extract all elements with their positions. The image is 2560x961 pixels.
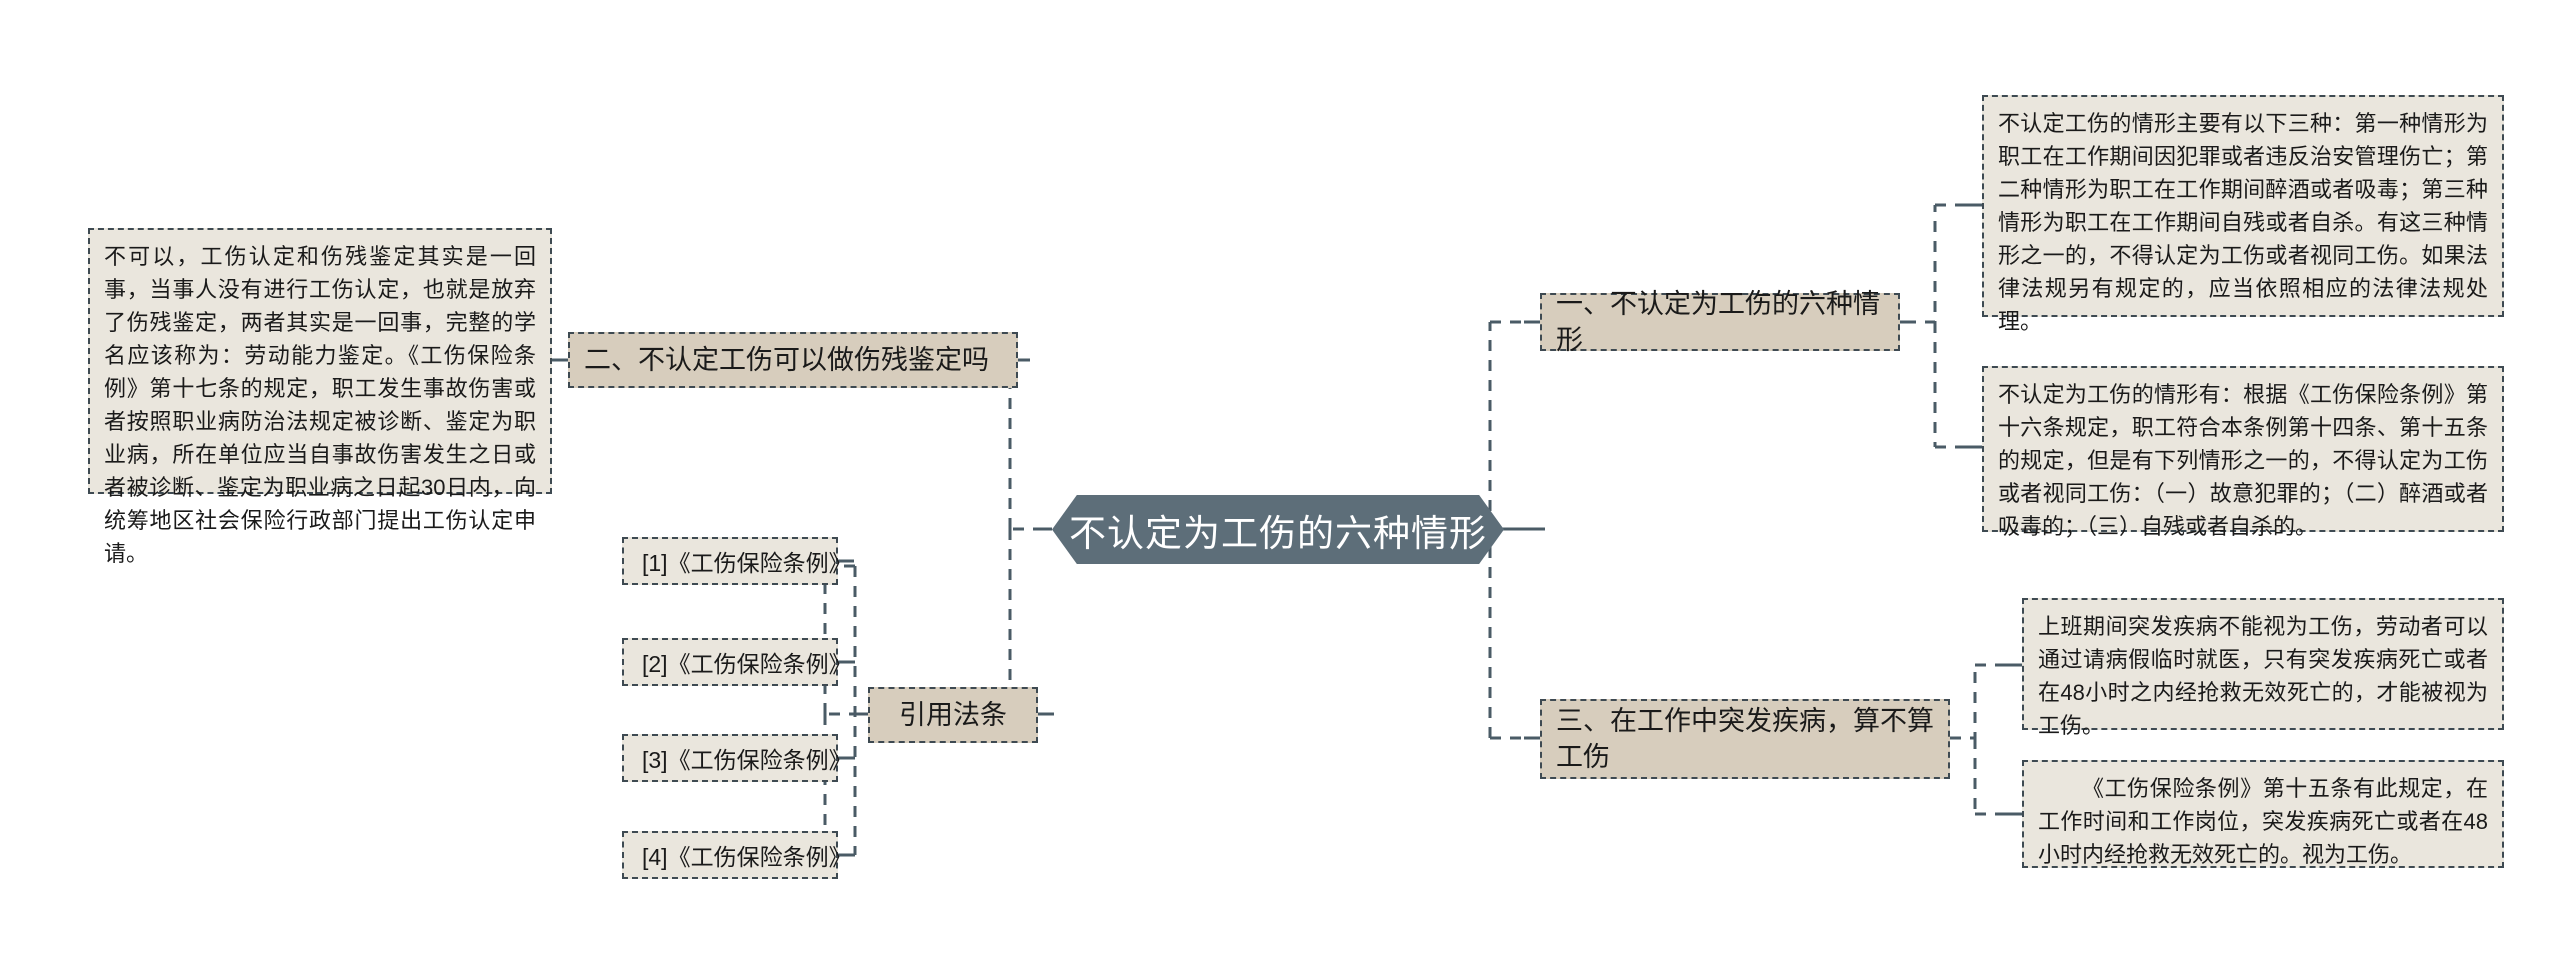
leaf-one-detail-1[interactable]: 不认定工伤的情形主要有以下三种：第一种情形为职工在工作期间因犯罪或者违反治安管理…	[1982, 95, 2504, 334]
citation-item-3[interactable]: [3]《工伤保险条例》	[622, 734, 852, 782]
leaf-three-detail-1-text: 上班期间突发疾病不能视为工伤，劳动者可以通过请病假临时就医，只有突发疾病死亡或者…	[2038, 614, 2488, 738]
leaf-three-detail-2-text: 《工伤保险条例》第十五条有此规定，在工作时间和工作岗位，突发疾病死亡或者在48小…	[2038, 776, 2488, 867]
leaf-one-detail-2-text: 不认定为工伤的情形有：根据《工伤保险条例》第十六条规定，职工符合本条例第十四条、…	[1998, 382, 2488, 539]
leaf-two-detail-1[interactable]: 不可以，工伤认定和伤残鉴定其实是一回事，当事人没有进行工伤认定，也就是放弃了伤残…	[88, 228, 552, 566]
branch-node-two-label: 二、不认定工伤可以做伤残鉴定吗	[584, 344, 989, 375]
branch-node-three-label: 三、在工作中突发疾病，算不算工伤	[1556, 705, 1934, 772]
citations-hub-node[interactable]: 引用法条	[868, 687, 1038, 743]
branch-node-one[interactable]: 一、不认定为工伤的六种情形	[1540, 289, 1900, 355]
leaf-one-detail-1-text: 不认定工伤的情形主要有以下三种：第一种情形为职工在工作期间因犯罪或者违反治安管理…	[1998, 111, 2488, 334]
branch-node-one-label: 一、不认定为工伤的六种情形	[1556, 288, 1880, 355]
citation-item-2[interactable]: [2]《工伤保险条例》	[622, 638, 852, 686]
citation-item-1-text: [1]《工伤保险条例》	[642, 550, 852, 576]
leaf-three-detail-1[interactable]: 上班期间突发疾病不能视为工伤，劳动者可以通过请病假临时就医，只有突发疾病死亡或者…	[2022, 598, 2504, 738]
citation-item-2-text: [2]《工伤保险条例》	[642, 651, 852, 677]
root-node[interactable]: 不认定为工伤的六种情形	[1052, 495, 1504, 564]
leaf-three-detail-2[interactable]: 《工伤保险条例》第十五条有此规定，在工作时间和工作岗位，突发疾病死亡或者在48小…	[2022, 760, 2504, 868]
citations-hub-label: 引用法条	[899, 699, 1007, 730]
citation-item-4-text: [4]《工伤保险条例》	[642, 844, 852, 870]
citation-item-3-text: [3]《工伤保险条例》	[642, 747, 852, 773]
branch-node-two[interactable]: 二、不认定工伤可以做伤残鉴定吗	[568, 332, 1018, 388]
leaf-two-detail-1-text: 不可以，工伤认定和伤残鉴定其实是一回事，当事人没有进行工伤认定，也就是放弃了伤残…	[104, 244, 536, 566]
citation-item-4[interactable]: [4]《工伤保险条例》	[622, 831, 852, 879]
citation-item-1[interactable]: [1]《工伤保险条例》	[622, 537, 852, 585]
branch-node-three[interactable]: 三、在工作中突发疾病，算不算工伤	[1540, 699, 1950, 779]
leaf-one-detail-2[interactable]: 不认定为工伤的情形有：根据《工伤保险条例》第十六条规定，职工符合本条例第十四条、…	[1982, 366, 2504, 539]
root-node-label: 不认定为工伤的六种情形	[1069, 512, 1487, 554]
